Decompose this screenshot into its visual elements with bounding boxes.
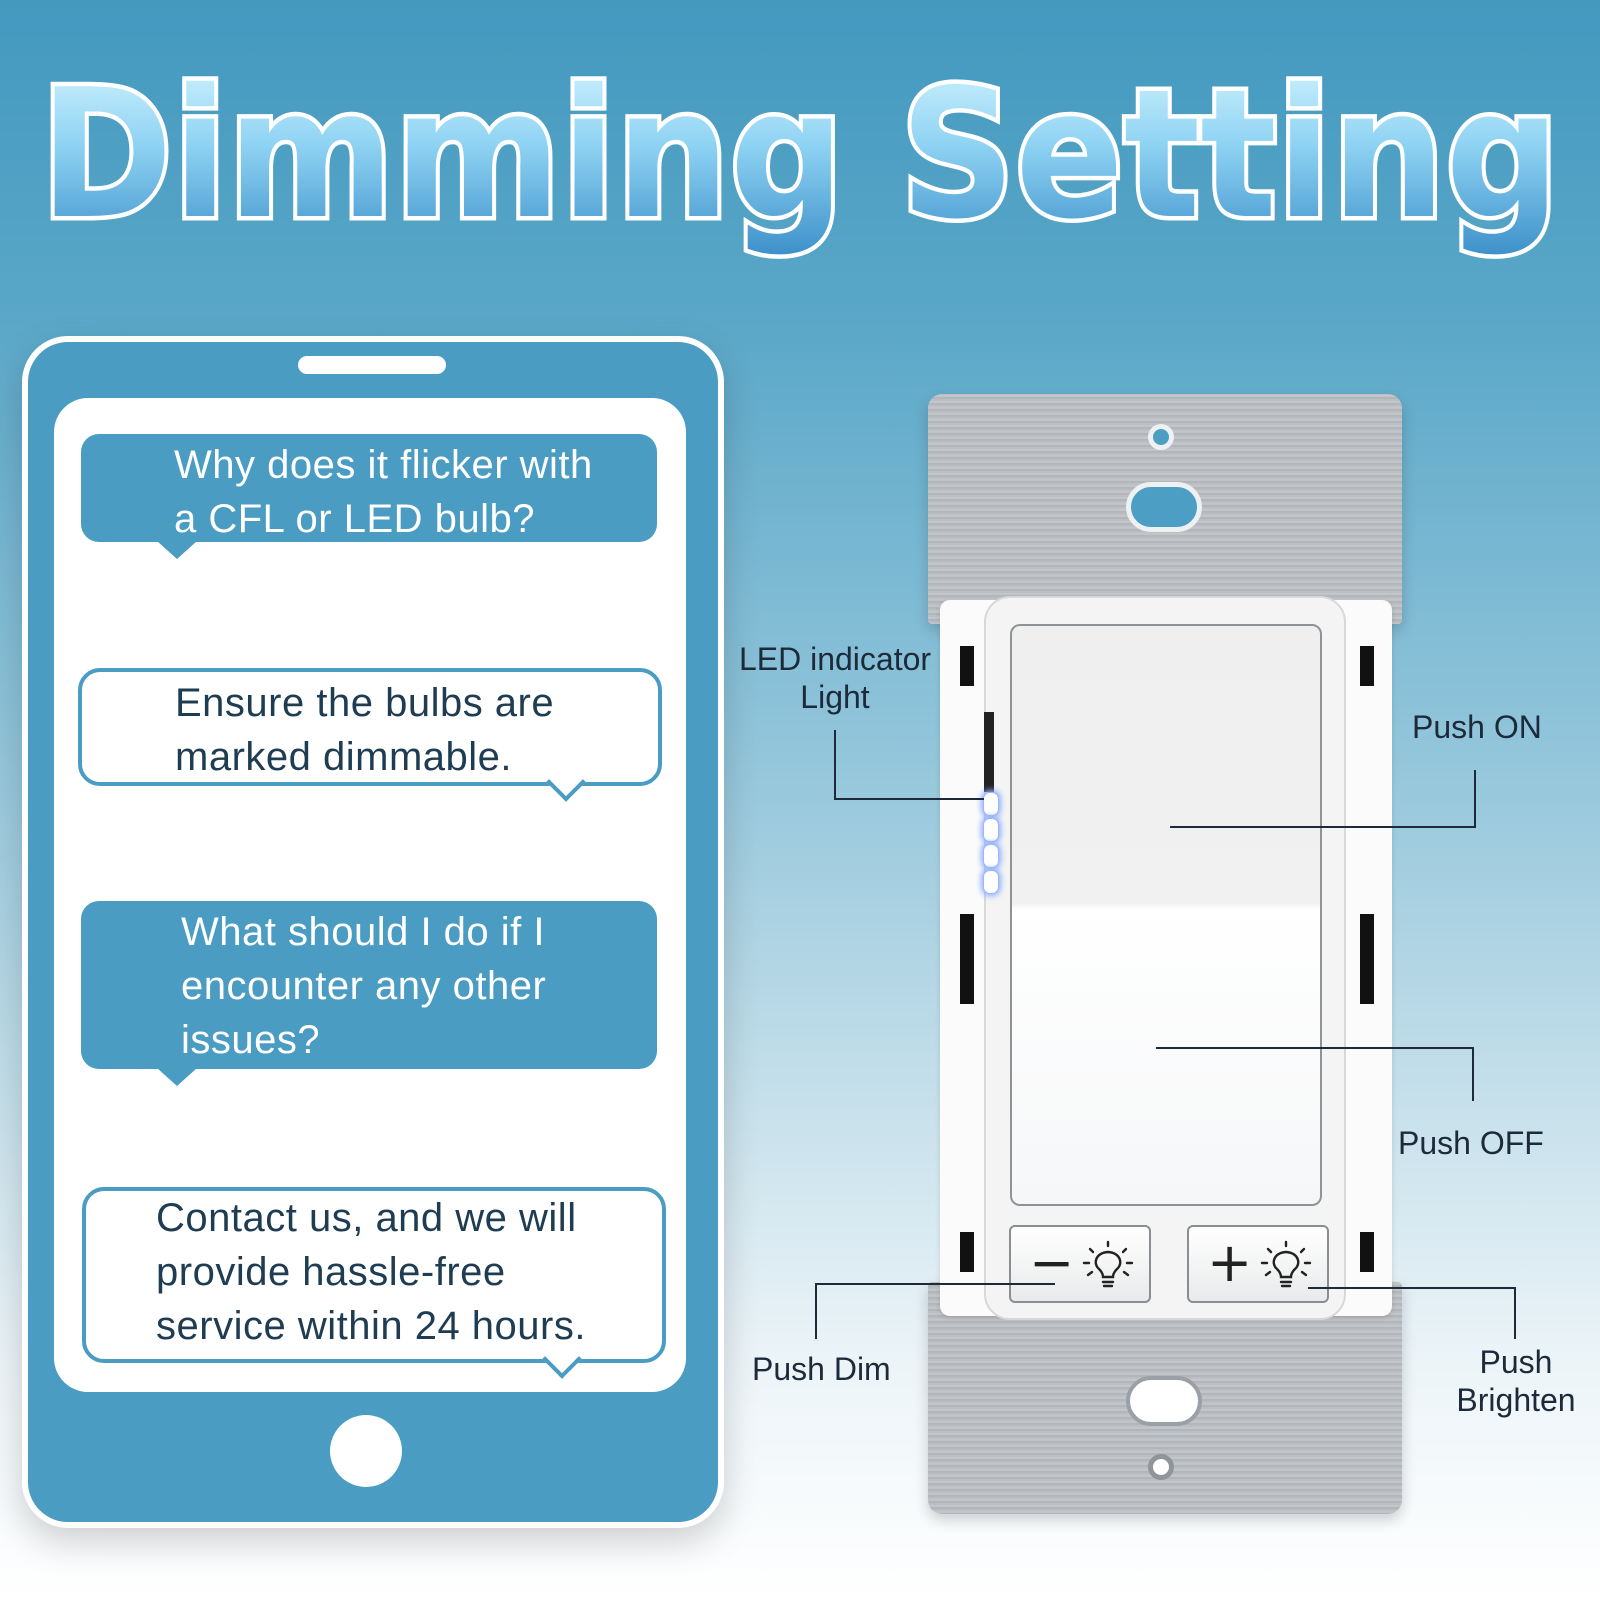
label-line: Push — [1479, 1344, 1553, 1380]
bubble-line: Why does it flicker with — [174, 443, 593, 487]
wall-plate-top — [928, 394, 1402, 624]
bubble-line: Ensure the bulbs are — [175, 681, 555, 725]
screw-hole — [1148, 424, 1174, 450]
led-light — [983, 818, 999, 842]
dim-button[interactable]: − — [1009, 1225, 1151, 1303]
title-text: Dimming Setting — [40, 51, 1560, 258]
push-dim-label: Push Dim — [752, 1351, 891, 1387]
leader-line — [1170, 826, 1476, 828]
chat-bubble-answer-1: Ensure the bulbs are marked dimmable. — [78, 668, 662, 802]
plus-icon: + — [1207, 1231, 1253, 1294]
minus-icon: − — [1029, 1231, 1075, 1294]
leader-line — [834, 730, 836, 800]
lightbulb-icon — [1260, 1240, 1312, 1288]
page-title: Dimming Setting — [0, 38, 1600, 288]
leader-line — [815, 1283, 817, 1339]
leader-line — [1474, 770, 1476, 828]
mounting-hole — [1126, 482, 1202, 532]
bubble-line: marked dimmable. — [175, 735, 513, 779]
bubble-line: service within 24 hours. — [156, 1304, 586, 1348]
chat-bubble-answer-2: Contact us, and we will provide hassle-f… — [82, 1187, 666, 1379]
bubble-line: encounter any other — [181, 964, 547, 1008]
push-on-label: Push ON — [1412, 709, 1542, 745]
mounting-hole — [1126, 1376, 1202, 1426]
bubble-line: Contact us, and we will — [156, 1196, 577, 1240]
leader-line — [834, 798, 984, 800]
frame-slot — [1360, 646, 1374, 686]
bubble-line: What should I do if I — [181, 910, 546, 954]
led-light — [983, 844, 999, 868]
frame-slot — [960, 646, 974, 686]
led-indicator-strip — [984, 712, 994, 792]
bubble-tail — [157, 1068, 197, 1086]
phone-home-button — [330, 1415, 402, 1487]
wall-plate-bottom — [928, 1282, 1402, 1514]
phone-speaker — [298, 356, 446, 374]
led-indicator-label: LED indicator Light — [730, 640, 940, 716]
frame-slot — [1360, 914, 1374, 1004]
leader-line — [1472, 1047, 1474, 1101]
leader-line — [1514, 1287, 1516, 1339]
push-brighten-label: Push Brighten — [1446, 1343, 1586, 1419]
leader-line — [1308, 1287, 1516, 1289]
leader-line — [1156, 1047, 1474, 1049]
led-light — [983, 870, 999, 894]
bubble-tail — [157, 541, 197, 559]
label-line: Brighten — [1456, 1382, 1576, 1418]
bubble-line: provide hassle-free — [156, 1250, 506, 1294]
bubble-line: a CFL or LED bulb? — [174, 497, 536, 541]
screw-hole — [1148, 1454, 1174, 1480]
brighten-button[interactable]: + — [1187, 1225, 1329, 1303]
frame-slot — [960, 914, 974, 1004]
lightbulb-icon — [1082, 1240, 1134, 1288]
label-line: LED indicator — [738, 641, 932, 677]
push-off-label: Push OFF — [1398, 1125, 1544, 1161]
leader-line — [815, 1283, 1055, 1285]
frame-slot — [1360, 1232, 1374, 1272]
bubble-line: issues? — [181, 1018, 321, 1062]
chat-bubble-question-2: What should I do if I encounter any othe… — [81, 901, 657, 1069]
label-line: Light — [800, 679, 870, 715]
chat-bubble-question-1: Why does it flicker with a CFL or LED bu… — [81, 434, 657, 542]
frame-slot — [960, 1232, 974, 1272]
rocker-paddle[interactable] — [1010, 624, 1322, 1206]
led-light — [983, 792, 999, 816]
